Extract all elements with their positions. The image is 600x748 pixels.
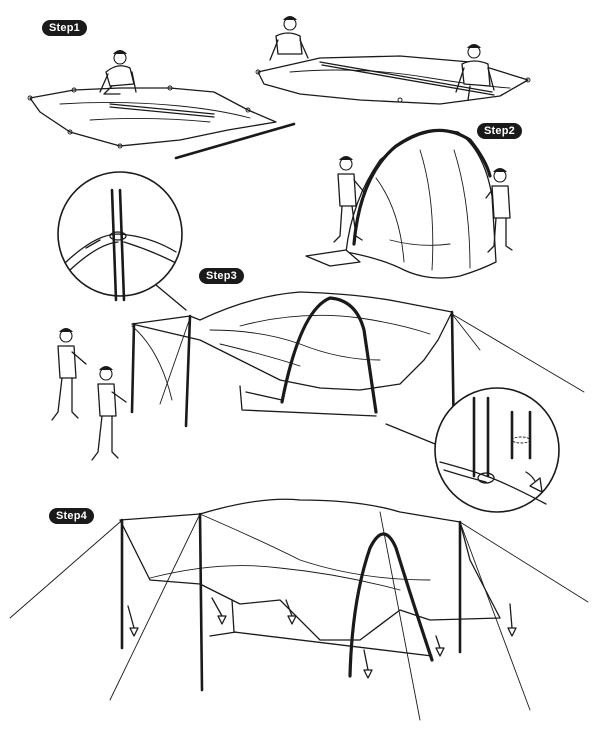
- side-pole-5: [198, 512, 204, 692]
- person-holding-pole-right: [485, 168, 513, 253]
- detail-guy-ring-callout: [434, 387, 560, 513]
- flat-tarp-left: [29, 87, 277, 147]
- person-kneeling-left: [269, 16, 309, 61]
- curved-arrow-icon: [529, 477, 543, 493]
- stake-arrows: [127, 597, 517, 679]
- arch-pole-step2: [352, 128, 492, 246]
- person-tensioning-line-1: [51, 328, 87, 421]
- step1-badge: Step1: [42, 20, 87, 36]
- person-holding-pole-left: [333, 156, 365, 243]
- person-crouching-step1: [99, 50, 137, 95]
- step2-badge: Step2: [477, 123, 522, 139]
- step4-scene: [9, 498, 589, 721]
- side-pole-1: [130, 322, 136, 414]
- step4-badge: Step4: [49, 508, 94, 524]
- side-pole-2: [184, 314, 192, 428]
- arch-pole-step3: [280, 296, 378, 414]
- tarp-canopy-step4: [119, 498, 501, 641]
- step1-right-scene: [255, 16, 531, 105]
- arch-pole-step4: [348, 532, 434, 678]
- person-tensioning-line-2: [91, 366, 127, 461]
- step1-left-scene: [27, 50, 296, 160]
- flat-tarp-right: [257, 55, 529, 105]
- detail-pole-tip-callout: [57, 171, 183, 302]
- step3-badge: Step3: [199, 268, 244, 284]
- step3-scene: [51, 279, 585, 461]
- person-kneeling-right: [455, 44, 495, 101]
- step2-scene: [305, 128, 513, 279]
